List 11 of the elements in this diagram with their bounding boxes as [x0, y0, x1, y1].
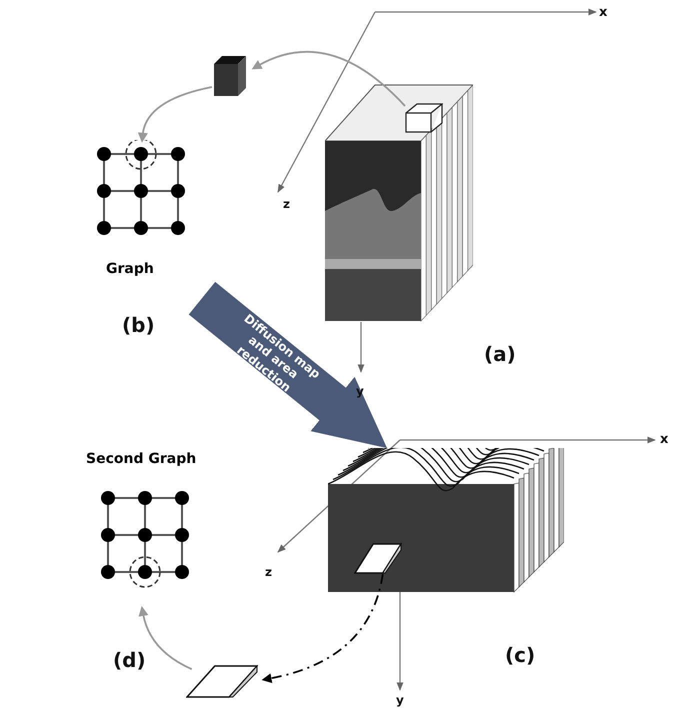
axis-label: z — [283, 198, 290, 210]
axis-label: z — [265, 566, 272, 578]
graph-heading: Second Graph — [86, 452, 196, 466]
panel-label: (a) — [484, 344, 516, 364]
graph-heading: Graph — [106, 262, 154, 276]
axis-label: x — [599, 6, 608, 19]
axis-label: x — [660, 433, 668, 446]
panel-label: (b) — [122, 315, 155, 335]
panel-label: (d) — [113, 650, 146, 670]
panel-label: (c) — [505, 645, 536, 665]
axis-label: y — [396, 694, 404, 706]
